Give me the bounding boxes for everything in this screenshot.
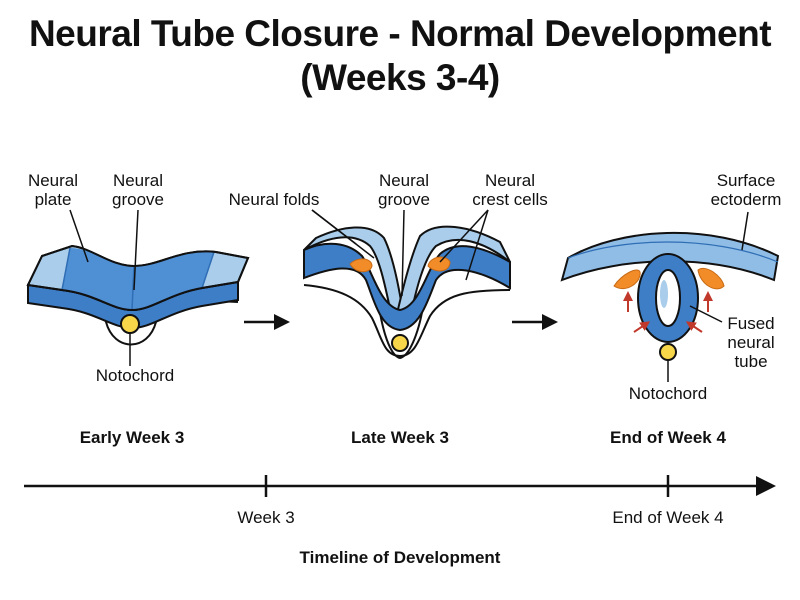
stage-early-week-3-illustration [26,209,250,366]
tick-label-week-3: Week 3 [237,508,295,527]
neural-crest-3-right [697,268,725,290]
label-neural-folds: Neural folds [228,190,320,209]
title-line-2: (Weeks 3-4) [300,57,500,98]
neural-crest-left [349,258,373,273]
label-notochord-1: Notochord [95,366,175,385]
stage-name-early-week-3: Early Week 3 [79,428,185,447]
leader-surface-ectoderm [741,211,749,251]
label-neural-crest-cells: Neural crest cells [472,171,548,209]
label-surface-ectoderm: Surface ectoderm [710,171,782,209]
label-fused-neural-tube: Fused neural tube [727,314,775,371]
label-neural-plate: Neural plate [27,171,79,209]
neural-canal [655,269,681,327]
timeline-axis [24,475,776,497]
stage-end-week-4-illustration [560,211,780,382]
label-neural-groove-2: Neural groove [378,171,430,209]
timeline-title: Timeline of Development [299,548,501,567]
leader-fused-tube [689,305,723,323]
stage-name-late-week-3: Late Week 3 [351,428,449,447]
label-neural-groove-1: Neural groove [112,171,164,209]
tick-label-end-week-4: End of Week 4 [612,508,724,527]
leader-crest-b [465,209,489,281]
neural-crest-3-left [613,269,641,290]
notochord-1 [120,314,140,334]
neural-crest-right [427,256,451,272]
stage-name-end-week-4: End of Week 4 [610,428,726,447]
stage-late-week-3-illustration [303,209,511,360]
leader-neural-plate [69,209,89,263]
closure-arrow-4 [685,321,703,333]
leader-neural-folds-b [311,209,375,259]
leader-neural-groove-1 [133,209,139,291]
notochord-3 [659,343,677,361]
title-line-1: Neural Tube Closure - Normal Development [28,13,772,54]
leader-crest-a [439,209,489,263]
page-title: Neural Tube Closure - Normal Development… [0,12,800,100]
stage-arrow-2 [512,314,558,330]
leader-neural-groove-2 [401,209,405,297]
closure-arrow-2 [633,321,651,333]
label-notochord-3: Notochord [628,384,708,403]
stage-arrow-1 [244,314,290,330]
notochord-2 [391,334,409,352]
